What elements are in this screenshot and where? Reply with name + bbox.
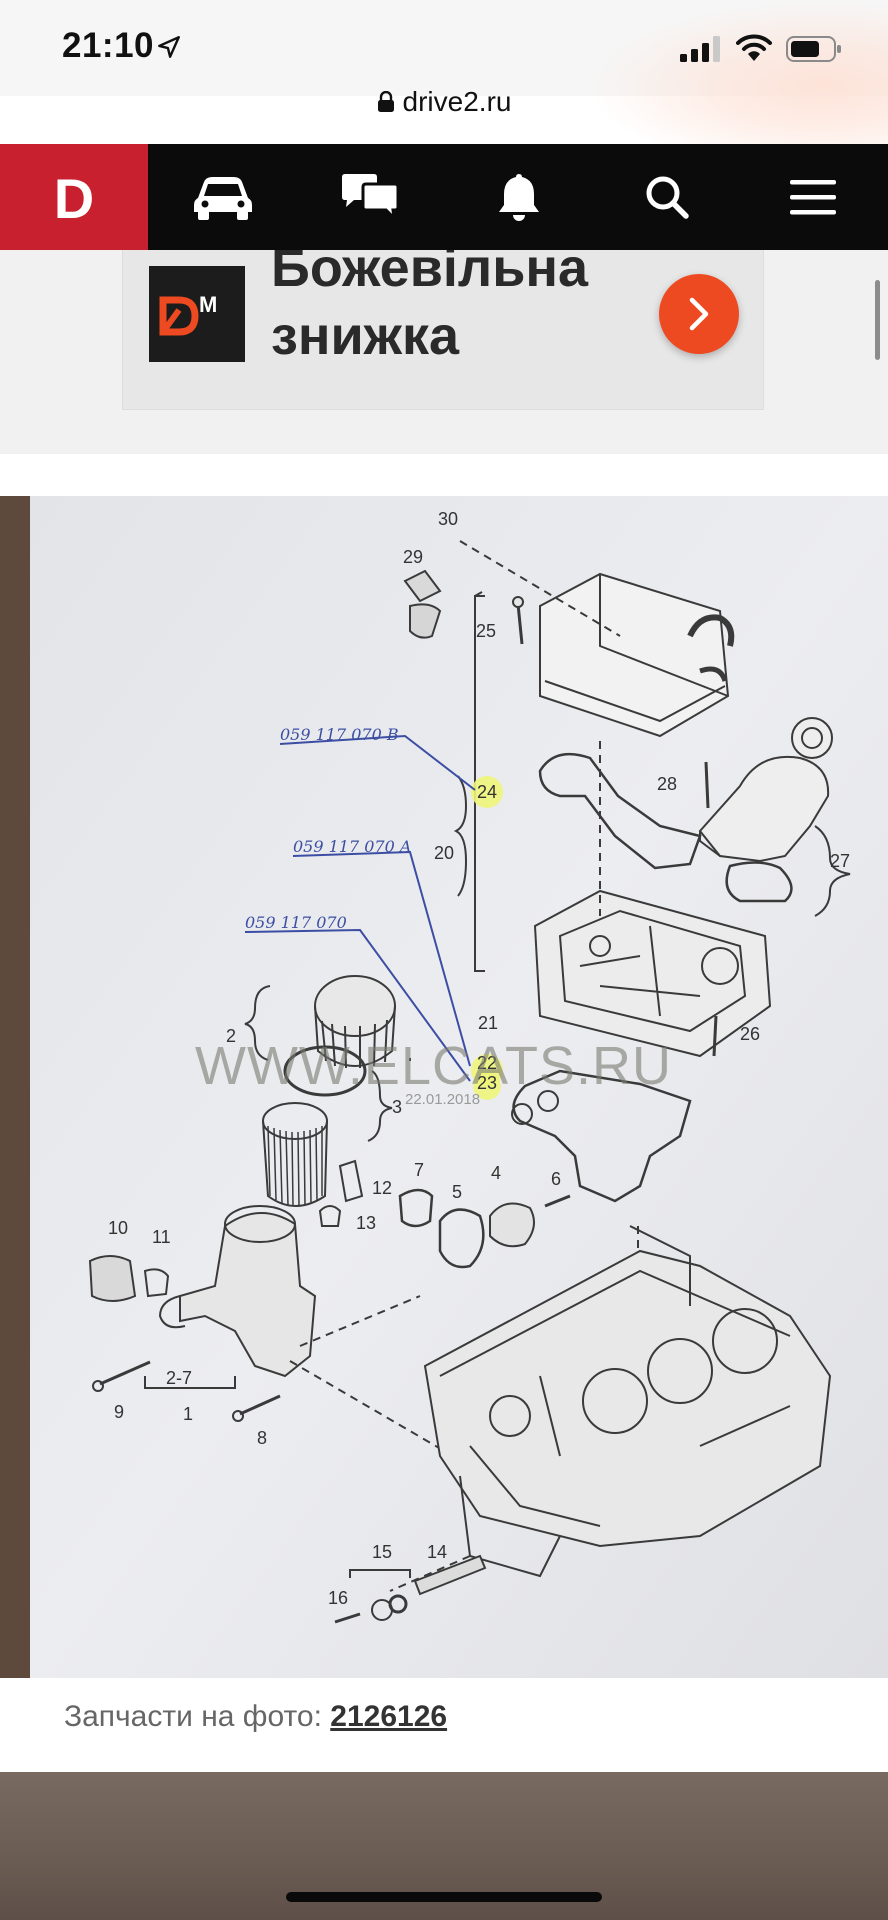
parts-diagram-photo[interactable]: 30 29 25 28 20 27 21 26 2 3 12 13 7 5 4 … [0, 496, 888, 1678]
nav-messages-button[interactable] [320, 144, 420, 250]
svg-text:4: 4 [491, 1163, 501, 1183]
diagram-stamp-date: 22.01.2018 [405, 1091, 480, 1108]
svg-text:20: 20 [434, 843, 454, 863]
cellular-signal-icon [680, 36, 720, 62]
parts-caption: Запчасти на фото: 2126126 [64, 1700, 447, 1734]
status-time: 21:10 [62, 26, 155, 65]
search-icon [646, 176, 689, 219]
svg-text:25: 25 [476, 621, 496, 641]
svg-text:16: 16 [328, 1588, 348, 1608]
svg-text:26: 26 [740, 1024, 760, 1044]
svg-text:2-7: 2-7 [166, 1368, 192, 1388]
svg-text:10: 10 [108, 1218, 128, 1238]
svg-text:M: M [199, 292, 217, 317]
status-bar-glow [588, 0, 888, 144]
svg-text:8: 8 [257, 1428, 267, 1448]
svg-text:29: 29 [403, 547, 423, 567]
nav-notifications-button[interactable] [469, 144, 569, 250]
svg-text:3: 3 [392, 1097, 402, 1117]
drive2-logo-letter: D [53, 167, 95, 230]
svg-text:24: 24 [477, 782, 497, 802]
svg-text:12: 12 [372, 1178, 392, 1198]
dm-logo-icon: M [159, 292, 217, 336]
svg-text:6: 6 [551, 1169, 561, 1189]
hamburger-menu-icon [790, 180, 836, 215]
svg-text:21: 21 [478, 1013, 498, 1033]
battery-icon [786, 36, 841, 62]
svg-text:5: 5 [452, 1182, 462, 1202]
svg-text:7: 7 [414, 1160, 424, 1180]
chat-bubbles-icon [342, 174, 400, 221]
car-icon [194, 177, 252, 220]
handwritten-note: 059 117 070 [245, 913, 347, 932]
svg-text:11: 11 [152, 1227, 171, 1247]
svg-text:15: 15 [372, 1542, 392, 1562]
ad-headline: Божевільна знижка [271, 250, 588, 370]
svg-text:14: 14 [427, 1542, 447, 1562]
svg-text:30: 30 [438, 509, 458, 529]
url-text: drive2.ru [402, 86, 512, 117]
home-indicator[interactable] [286, 1892, 602, 1902]
svg-text:9: 9 [114, 1402, 124, 1422]
ad-headline-line1: Божевільна [271, 250, 589, 298]
ad-brand-logo: M [149, 266, 245, 362]
nav-menu-button[interactable] [763, 144, 863, 250]
ad-headline-line2: знижка [271, 306, 459, 366]
status-bar: 21:10 [0, 0, 888, 144]
parts-caption-prefix: Запчасти на фото: [64, 1700, 322, 1733]
drive2-logo-button[interactable]: D [0, 144, 148, 250]
svg-text:2: 2 [226, 1026, 236, 1046]
browser-address-bar[interactable]: drive2.ru [0, 80, 888, 144]
svg-text:23: 23 [477, 1073, 497, 1093]
chevron-right-icon [689, 297, 709, 331]
part-number-link[interactable]: 2126126 [330, 1700, 448, 1733]
ad-banner-region: M Божевільна знижка [0, 250, 888, 454]
nav-garage-button[interactable] [173, 144, 273, 250]
bell-icon [499, 174, 539, 221]
page-scrollbar[interactable] [875, 280, 880, 360]
watermark-text: WWW.ELCATS.RU [195, 1036, 672, 1096]
handwritten-note-a: 059 117 070 A [293, 837, 411, 856]
parts-diagram-illustration: 30 29 25 28 20 27 21 26 2 3 12 13 7 5 4 … [0, 496, 888, 1678]
svg-text:1: 1 [183, 1404, 193, 1424]
svg-text:22: 22 [477, 1053, 497, 1073]
site-navigation-bar: D [0, 144, 888, 250]
nav-search-button[interactable] [617, 144, 717, 250]
svg-text:13: 13 [356, 1213, 376, 1233]
lock-icon [377, 91, 394, 112]
handwritten-note-b: 059 117 070 B [280, 725, 399, 744]
svg-text:27: 27 [830, 851, 850, 871]
location-arrow-icon [158, 36, 180, 58]
svg-text:28: 28 [657, 774, 677, 794]
ad-open-button[interactable] [659, 274, 739, 354]
wifi-icon [736, 34, 772, 61]
ad-banner[interactable]: M Божевільна знижка [122, 250, 764, 410]
